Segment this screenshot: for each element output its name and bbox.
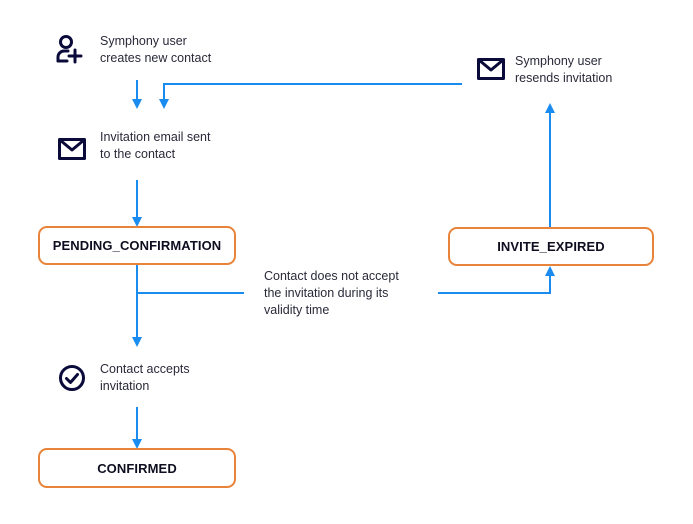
step-accepts-line2: invitation (100, 379, 150, 393)
envelope-icon (58, 138, 86, 160)
arrow-pending-to-expired-part2 (438, 266, 555, 294)
state-confirmed: CONFIRMED (38, 448, 236, 488)
state-pending-confirmation: PENDING_CONFIRMATION (38, 226, 236, 265)
step-create-contact: Symphony user creates new contact (100, 33, 211, 67)
step-resend-line2: resends invitation (515, 71, 613, 85)
step-contact-accepts: Contact accepts invitation (100, 361, 190, 395)
transition-label-line2: the invitation during its (264, 286, 389, 300)
step-resend-line1: Symphony user (515, 54, 602, 68)
state-confirmed-label: CONFIRMED (97, 460, 177, 476)
step-resend-invitation: Symphony user resends invitation (515, 53, 612, 87)
transition-label-line1: Contact does not accept (264, 269, 399, 283)
arrow-resend-to-email (159, 83, 462, 109)
step-email-sent-line1: Invitation email sent (100, 130, 211, 144)
step-accepts-line1: Contact accepts (100, 362, 190, 376)
step-email-sent: Invitation email sent to the contact (100, 129, 210, 163)
transition-label-not-accepted: Contact does not accept the invitation d… (264, 268, 399, 319)
step-email-sent-line2: to the contact (100, 147, 176, 161)
step-create-contact-line2: creates new contact (100, 51, 212, 65)
add-user-icon (55, 34, 83, 64)
state-invite-expired: INVITE_EXPIRED (448, 227, 654, 266)
transition-label-line3: validity time (264, 303, 330, 317)
check-circle-icon (58, 364, 86, 392)
step-create-contact-line1: Symphony user (100, 34, 187, 48)
state-pending-label: PENDING_CONFIRMATION (52, 238, 222, 253)
state-expired-label: INVITE_EXPIRED (497, 239, 605, 254)
envelope-icon (477, 58, 505, 80)
